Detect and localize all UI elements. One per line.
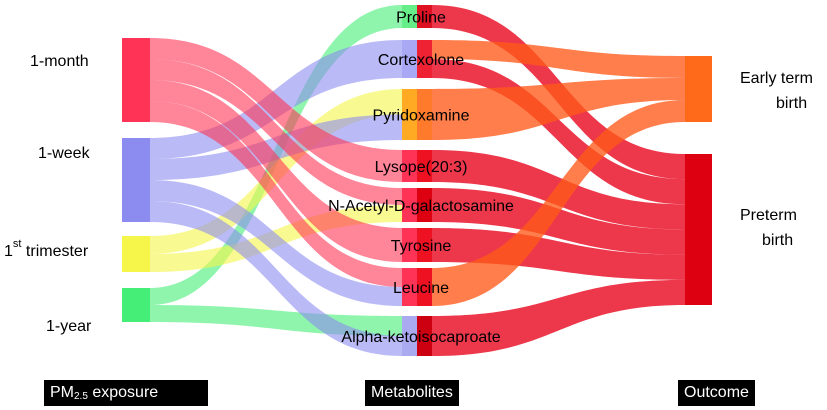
node-pro-right: [417, 5, 432, 28]
link-cor-early: [432, 40, 685, 78]
exposure-axis-sub: 2.5: [74, 391, 88, 402]
node-lys-left: [402, 150, 417, 182]
label-cor: Cortexolone: [378, 52, 464, 69]
node-w1: [122, 138, 150, 222]
node-tyr-right: [417, 228, 432, 262]
node-tyr-left: [402, 228, 417, 262]
label-t1: 1st trimester: [4, 238, 89, 260]
nodes: [122, 5, 712, 356]
outcome-links: [432, 5, 685, 356]
exposure-axis-label: PM2.5 exposure: [44, 380, 208, 406]
label-aka: Alpha-ketoisocaproate: [341, 329, 500, 346]
node-leu-right: [417, 268, 432, 306]
label-early-line1: Early term: [740, 70, 813, 87]
label-pre-line2: birth: [762, 232, 793, 249]
label-early-line2: birth: [776, 95, 807, 112]
node-pro-left: [402, 5, 417, 28]
link-w1-aka: [150, 201, 402, 356]
node-early: [685, 56, 712, 122]
exposure-axis-suffix: exposure: [87, 384, 159, 401]
exposure-axis-prefix: PM: [50, 384, 74, 401]
metabolites-axis-label: Metabolites: [365, 380, 459, 406]
link-aka-pre: [432, 279, 685, 356]
outcome-axis-label: Outcome: [678, 380, 755, 406]
label-pre-line1: Preterm: [740, 207, 797, 224]
label-pro: Proline: [396, 10, 446, 27]
label-leu: Leucine: [393, 280, 449, 297]
node-pyr-left: [402, 89, 417, 140]
node-m1: [122, 38, 150, 122]
link-tyr-pre: [432, 228, 685, 280]
label-lys: Lysope(20:3): [375, 159, 468, 176]
link-m1-nac: [150, 59, 402, 205]
node-cor-right: [417, 40, 432, 78]
label-nac: N-Acetyl-D-galactosamine: [328, 198, 514, 215]
node-pre: [685, 154, 712, 305]
label-w1: 1-week: [38, 145, 91, 162]
label-m1: 1-month: [30, 53, 89, 70]
link-w1-pyr: [150, 114, 402, 180]
node-nac-right: [417, 188, 432, 222]
node-y1: [122, 288, 150, 322]
link-cor-pre: [432, 59, 685, 205]
label-y1: 1-year: [46, 318, 92, 335]
node-pyr-right: [417, 89, 432, 140]
label-pyr: Pyridoxamine: [373, 108, 470, 125]
node-aka-left: [402, 316, 417, 356]
link-w1-leu: [150, 180, 402, 306]
label-tyr: Tyrosine: [391, 238, 452, 255]
node-aka-right: [417, 316, 432, 356]
link-nac-pre: [432, 188, 685, 255]
link-pyr-early: [432, 78, 685, 140]
exposure-links: [150, 5, 402, 356]
link-m1-leu: [150, 101, 402, 287]
link-m1-tyr: [150, 80, 402, 262]
node-nac-left: [402, 188, 417, 222]
node-lys-right: [417, 150, 432, 182]
node-leu-left: [402, 268, 417, 306]
node-cor-left: [402, 40, 417, 78]
labels: 1-month 1-week 1st trimester 1-year ProlineC…: [4, 10, 813, 347]
node-t1: [122, 236, 150, 272]
link-m1-lys: [150, 38, 402, 182]
link-leu-early: [432, 100, 685, 306]
